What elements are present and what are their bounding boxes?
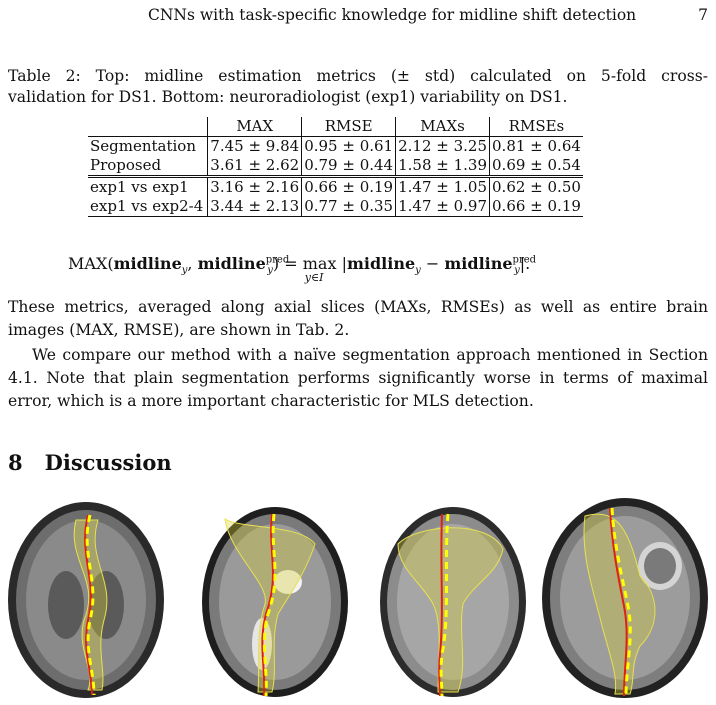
mri-scan-1: [8, 502, 164, 698]
column-header-max: MAX: [207, 117, 302, 137]
row-label: exp1 vs exp1: [90, 178, 189, 196]
metrics-table: MAX RMSE MAXs RMSEs Segmentation 7.45 ± …: [88, 117, 583, 217]
eq-midline-pred: midline: [197, 254, 266, 273]
table-row: exp1 vs exp2-4 3.44 ± 2.13 0.77 ± 0.35 1…: [88, 197, 583, 217]
eq-max-label: MAX: [68, 254, 108, 273]
caption-line-1: Table 2: Top: midline estimation metrics…: [8, 67, 708, 85]
mri-figure: [0, 492, 716, 705]
table-cell: 3.16 ± 2.16: [207, 176, 302, 197]
mri-scan-3: [380, 507, 526, 697]
table-cell: 2.12 ± 3.25: [395, 136, 490, 156]
row-label: Segmentation: [90, 137, 197, 155]
eq-midline-pred-2: midline: [444, 254, 513, 273]
caption-line-2: validation for DS1. Bottom: neuroradiolo…: [8, 88, 568, 106]
table-cell: 0.66 ± 0.19: [489, 197, 583, 217]
row-label: Proposed: [88, 156, 208, 178]
table-cell: 0.81 ± 0.64: [489, 136, 583, 156]
eq-midline: midline: [113, 254, 182, 273]
page-number: 7: [698, 6, 708, 24]
mri-scan-2: [202, 507, 348, 697]
table-cell: 0.66 ± 0.19: [301, 176, 396, 197]
table-cell: 3.61 ± 2.62: [207, 156, 302, 178]
row-label: exp1 vs exp2-4: [88, 197, 208, 217]
table-cell: 1.47 ± 1.05: [395, 176, 490, 197]
column-header-rmses: RMSEs: [489, 117, 583, 137]
table-cell: 0.95 ± 0.61: [301, 136, 396, 156]
table-cell: 1.47 ± 0.97: [395, 197, 490, 217]
table-header-row: MAX RMSE MAXs RMSEs: [88, 117, 583, 137]
table-cell: 0.69 ± 0.54: [489, 156, 583, 178]
table-caption: Table 2: Top: midline estimation metrics…: [8, 66, 708, 108]
section-heading: 8 Discussion: [8, 450, 172, 475]
body-paragraph-2: We compare our method with a naïve segme…: [8, 346, 708, 410]
table-cell: 0.77 ± 0.35: [301, 197, 396, 217]
table-cell: 7.45 ± 9.84: [207, 136, 302, 156]
table-cell: 0.79 ± 0.44: [301, 156, 396, 178]
table-cell: 3.44 ± 2.13: [207, 197, 302, 217]
column-header-maxs: MAXs: [395, 117, 490, 137]
running-header: CNNs with task-specific knowledge for mi…: [0, 6, 716, 26]
eq-midline-2: midline: [346, 254, 416, 273]
section-title: Discussion: [44, 450, 172, 475]
table-row: Segmentation 7.45 ± 9.84 0.95 ± 0.61 2.1…: [88, 136, 583, 156]
running-title: CNNs with task-specific knowledge for mi…: [148, 6, 637, 24]
table-row: Proposed 3.61 ± 2.62 0.79 ± 0.44 1.58 ± …: [88, 156, 583, 178]
section-number: 8: [8, 450, 23, 475]
table-cell: 0.62 ± 0.50: [489, 176, 583, 197]
body-paragraph-1: These metrics, averaged along axial slic…: [8, 298, 708, 339]
table-cell: 1.58 ± 1.39: [395, 156, 490, 178]
column-header-rmse: RMSE: [301, 117, 396, 137]
mri-scan-4: [542, 498, 708, 698]
table-row: exp1 vs exp1 3.16 ± 2.16 0.66 ± 0.19 1.4…: [88, 176, 583, 197]
